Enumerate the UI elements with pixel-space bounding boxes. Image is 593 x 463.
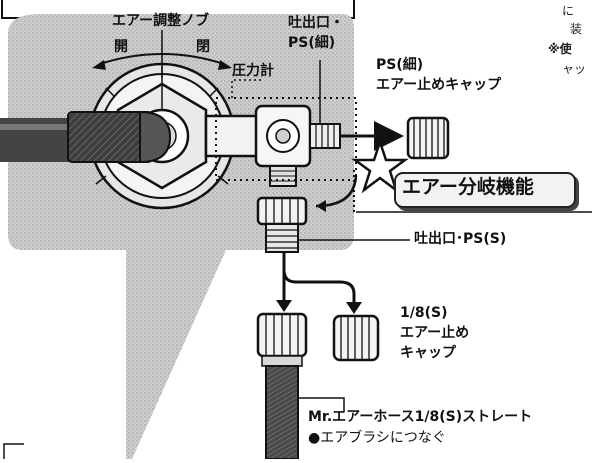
- outlet-fine-label-1: 吐出口・: [288, 15, 344, 31]
- close-label: 閉: [196, 39, 210, 55]
- ps-s-thread: [265, 223, 299, 253]
- branch-function-box: [394, 172, 576, 208]
- hose-label-2: ●エアブラシにつなぐ: [308, 430, 446, 446]
- ps-fine-thread: [309, 123, 341, 149]
- branch-function-label: エアー分岐機能: [402, 176, 534, 198]
- split-arrow-right: [282, 252, 356, 306]
- cap-s-label-3: キャップ: [400, 345, 456, 361]
- outlet-fine-label-2: PS(細): [288, 35, 336, 51]
- cap-s-label-2: エアー止め: [400, 325, 470, 341]
- s-cap-knurl: [340, 316, 370, 360]
- open-label: 開: [114, 39, 128, 55]
- body-pipe: [204, 114, 264, 158]
- gauge-label: 圧力計: [232, 63, 274, 79]
- air-knob-label: エアー調整ノブ: [112, 13, 210, 29]
- hose-nut-knurl: [265, 314, 299, 356]
- close-arrowhead: [218, 60, 232, 70]
- cap-s-label-1: 1/8(S): [400, 305, 448, 321]
- cap-fine-label-1: PS(細): [376, 57, 424, 73]
- tee-port-inner: [275, 128, 291, 144]
- ps-fine-thread-lines: [315, 124, 335, 148]
- cap-fine-label-2: エアー止めキャップ: [376, 77, 502, 93]
- s-cap: [332, 314, 380, 362]
- ps-fine-cap-knurl: [413, 118, 445, 158]
- fragment-text-3: ※使: [548, 42, 572, 56]
- fragment-text-2: 装: [570, 22, 583, 36]
- corner-mark: [3, 443, 24, 459]
- ps-s-thread-lines: [266, 229, 298, 249]
- star-icon: [351, 138, 409, 194]
- connector-end: [139, 110, 172, 164]
- gauge-outline: [215, 97, 357, 181]
- input-hose-highlight: [0, 124, 80, 130]
- branch-curve-head: [316, 200, 326, 212]
- fragment-text-1: に: [562, 4, 575, 18]
- outlet-s-label: 吐出口･PS(S): [414, 231, 507, 247]
- hose-label-1: Mr.エアーホース1/8(S)ストレート: [308, 409, 533, 425]
- open-arrowhead: [92, 60, 106, 70]
- hose-leader: [298, 397, 345, 412]
- split-arrow-down-head: [276, 300, 292, 312]
- fragment-text-4: ャッ: [562, 62, 587, 76]
- air-hose: [265, 365, 299, 460]
- ps-s-nut-knurl: [265, 198, 299, 224]
- hose-ferrule: [261, 355, 303, 367]
- gauge-leader: [231, 79, 262, 98]
- split-arrow-right-head: [346, 302, 362, 314]
